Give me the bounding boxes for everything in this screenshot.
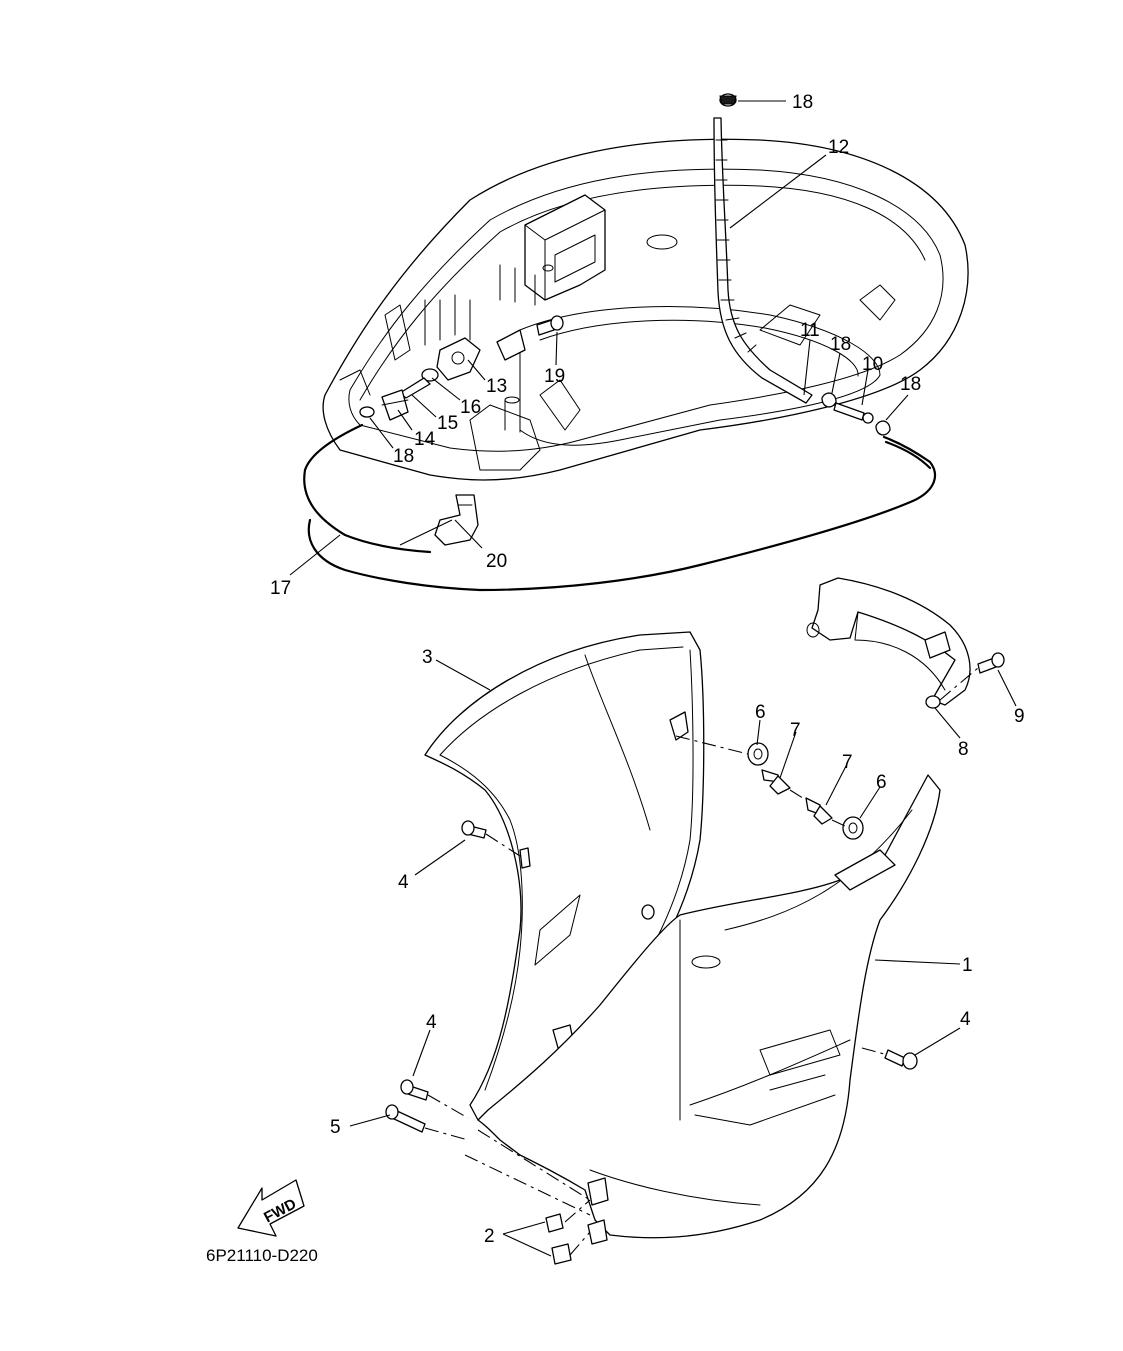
- callout-numbers: 18 12 11 18 10 18 19 13 16 15 14 18 20 1…: [270, 92, 1025, 1247]
- nut-2-lower: [551, 1243, 572, 1265]
- callout-18: 18: [900, 374, 921, 395]
- breather-hose-12: [713, 117, 813, 404]
- callout-6: 6: [755, 702, 766, 723]
- callout-12: 12: [828, 137, 849, 158]
- callout-16: 16: [460, 397, 481, 418]
- callout-18: 18: [792, 92, 813, 113]
- callout-leaders: [289, 100, 1017, 1257]
- callout-9: 9: [1014, 706, 1025, 727]
- bolt-4-upper: [461, 820, 487, 839]
- bolt-4-lower: [400, 1079, 429, 1101]
- bottom-cowling-3: [424, 631, 705, 1121]
- callout-19: 19: [544, 366, 565, 387]
- callout-2: 2: [484, 1226, 495, 1247]
- callout-10: 10: [862, 354, 883, 375]
- callout-11: 11: [800, 320, 820, 341]
- callout-18: 18: [393, 446, 414, 467]
- nut-2-upper: [545, 1213, 564, 1233]
- collar-7-right: [805, 797, 833, 825]
- bolt-5: [385, 1104, 426, 1133]
- callout-7: 7: [842, 752, 853, 773]
- assembly-lines: [424, 667, 979, 1256]
- callout-14: 14: [414, 429, 436, 450]
- bottom-cowling-1: [477, 774, 941, 1245]
- callout-18: 18: [830, 334, 851, 355]
- bolt-4-right: [884, 1049, 918, 1070]
- callout-6: 6: [876, 772, 887, 793]
- callout-7: 7: [790, 720, 801, 741]
- callout-15: 15: [437, 413, 458, 434]
- fwd-arrow-icon: FWD: [237, 1179, 305, 1237]
- callout-4: 4: [398, 872, 409, 893]
- collar-7-left: [761, 769, 791, 795]
- bracket-8: [806, 577, 971, 709]
- callout-4: 4: [426, 1012, 437, 1033]
- callout-20: 20: [486, 551, 507, 572]
- fitting-parts-13-16: [359, 315, 564, 421]
- hose-clamp-18-top: [719, 93, 737, 107]
- grommet-6-right: [842, 816, 864, 840]
- screw-9: [977, 652, 1005, 674]
- callout-3: 3: [422, 647, 433, 668]
- callout-5: 5: [330, 1117, 341, 1138]
- fitting-10: [821, 392, 891, 436]
- diagram-code: 6P21110-D220: [206, 1246, 318, 1265]
- callout-8: 8: [958, 739, 969, 760]
- callout-1: 1: [962, 955, 973, 976]
- callout-13: 13: [486, 376, 507, 397]
- callout-4: 4: [960, 1009, 971, 1030]
- grommet-6-left: [747, 742, 769, 766]
- callout-17: 17: [270, 578, 291, 599]
- water-hose-17: [303, 423, 937, 592]
